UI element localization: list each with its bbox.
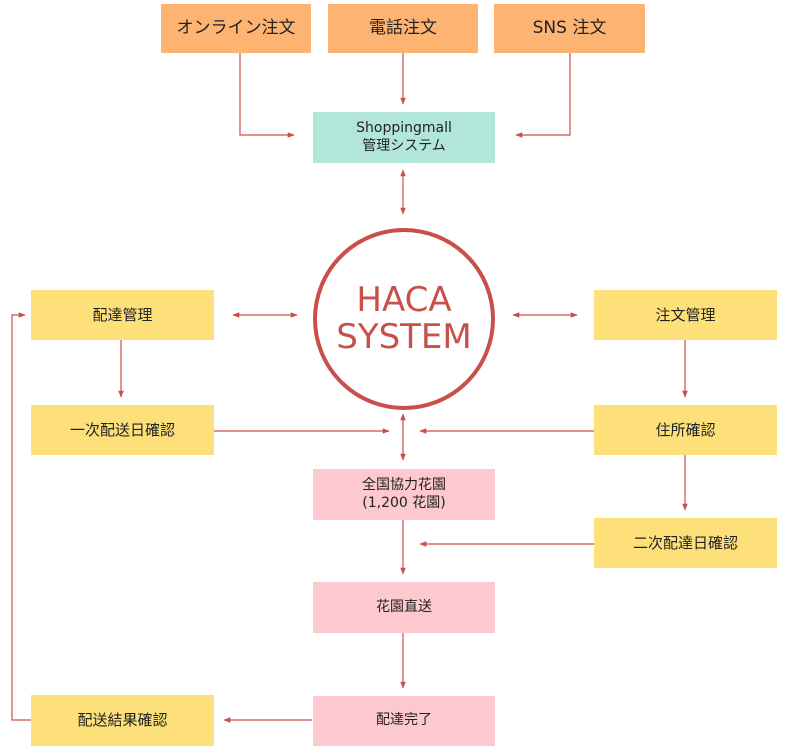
address-check-box: 住所確認 [594,405,777,455]
arrow-result-loop-to-delivery-mgmt [11,312,31,721]
delivery-result-label: 配送結果確認 [77,711,168,730]
arrow-sns-to-mall [515,53,571,138]
delivery-complete-box: 配達完了 [313,696,495,746]
haca-system-hub: HACA SYSTEM [313,228,495,410]
phone-order-label: 電話注文 [369,17,437,38]
delivery-result-box: 配送結果確認 [31,695,214,746]
delivery-management-box: 配達管理 [31,290,214,340]
shopping-mall-system-box: Shoppingmall 管理システム [313,112,495,163]
first-delivery-date-label: 一次配送日確認 [69,420,175,439]
delivery-management-label: 配達管理 [92,305,153,324]
second-delivery-date-box: 二次配達日確認 [594,518,777,568]
garden-direct-box: 花園直送 [313,582,495,633]
sns-order-box: SNS 注文 [494,4,645,53]
partner-gardens-line2: (1,200 花園) [362,494,446,511]
hub-title-line2: SYSTEM [336,317,472,357]
shopping-mall-line2: 管理システム [362,137,446,154]
phone-order-box: 電話注文 [328,4,478,53]
online-order-box: オンライン注文 [161,4,311,53]
shopping-mall-line1: Shoppingmall [356,120,452,136]
partner-gardens-line1: 全国協力花園 [362,477,446,493]
order-management-box: 注文管理 [594,290,777,340]
delivery-complete-label: 配達完了 [376,712,432,729]
online-order-label: オンライン注文 [176,17,296,38]
order-management-label: 注文管理 [655,305,716,324]
garden-direct-label: 花園直送 [376,598,432,615]
second-delivery-date-label: 二次配達日確認 [632,533,738,552]
sns-order-label: SNS 注文 [532,17,607,38]
partner-gardens-box: 全国協力花園 (1,200 花園) [313,469,495,520]
first-delivery-date-box: 一次配送日確認 [31,405,214,455]
hub-title-line1: HACA [356,280,452,321]
address-check-label: 住所確認 [655,420,716,439]
arrow-online-to-mall [239,53,295,138]
